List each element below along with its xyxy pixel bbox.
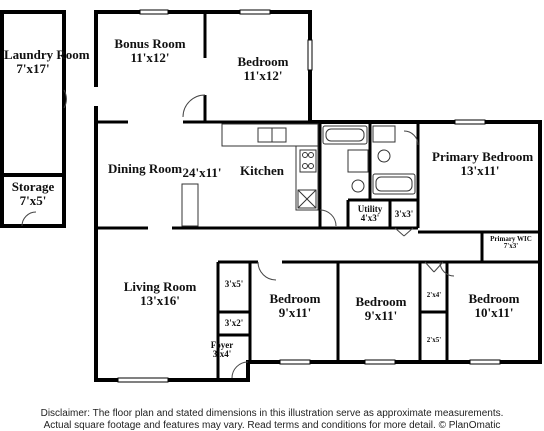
stove-burner xyxy=(308,152,314,158)
room-dims: 3'x2' xyxy=(224,318,244,328)
door-swing xyxy=(257,261,277,281)
room-dims: 2'x5' xyxy=(426,336,442,344)
window xyxy=(239,9,271,15)
closet-door xyxy=(433,261,444,273)
room-bedroom-a: Bedroom 9'x11' xyxy=(258,292,332,319)
room-living: Living Room 13'x16' xyxy=(118,280,202,307)
room-name: Foyer xyxy=(210,340,234,350)
room-name: Utility xyxy=(357,204,383,214)
room-dims: 10'x11' xyxy=(474,304,514,320)
room-name: Bedroom xyxy=(269,291,321,306)
room-closet-3x3: 3'x3' xyxy=(391,209,417,219)
room-dims: 11'x12' xyxy=(243,67,283,83)
door-swing xyxy=(231,361,249,379)
disclaimer-line-1: Disclaimer: The floor plan and stated di… xyxy=(40,408,504,419)
disclaimer-line-2: Actual square footage and features may v… xyxy=(43,420,501,431)
bathtub-right-inner xyxy=(375,176,413,192)
room-name: Storage xyxy=(11,179,55,194)
room-dims: 9'x11' xyxy=(278,304,312,320)
room-bedroom-b: Bedroom 9'x11' xyxy=(344,295,418,322)
room-name: Primary Bedroom xyxy=(432,149,534,164)
room-closet-2x5: 2'x5' xyxy=(422,336,446,344)
room-name: Bedroom xyxy=(237,54,289,69)
room-name: Bedroom xyxy=(355,294,407,309)
stove-burner xyxy=(302,152,308,158)
room-dims: 11'x12' xyxy=(130,49,170,65)
room-name: Primary WIC xyxy=(490,235,532,243)
door-swing xyxy=(21,211,37,227)
room-dims: 7'x17' xyxy=(16,60,50,76)
room-laundry: Laundry Room 7'x17' xyxy=(4,47,90,76)
window xyxy=(454,119,486,125)
toilet-left xyxy=(351,179,365,193)
room-bedroom-top: Bedroom 11'x12' xyxy=(225,55,301,82)
door-swing xyxy=(319,209,337,227)
room-foyer: Foyer 3'x4' xyxy=(204,340,240,360)
toilet-right xyxy=(377,149,391,163)
vanity-left xyxy=(347,149,369,173)
fridge-mark xyxy=(297,189,317,209)
room-name: Kitchen xyxy=(239,163,285,178)
stove-burner xyxy=(302,163,308,169)
window xyxy=(279,359,311,365)
room-name: Bonus Room xyxy=(114,36,186,51)
room-dims: 7'x5' xyxy=(19,192,47,208)
room-dims: 7'x3' xyxy=(503,242,519,251)
room-dims: 13'x11' xyxy=(460,162,500,178)
room-name: Dining Room xyxy=(108,161,183,176)
room-kitchen-dims: 24'x11' xyxy=(172,166,232,180)
room-dims: 3'x3' xyxy=(394,209,414,219)
room-dims: 4'x3' xyxy=(360,213,380,224)
room-bedroom-c: Bedroom 10'x11' xyxy=(454,292,534,319)
room-storage: Storage 7'x5' xyxy=(4,180,62,207)
closet-door xyxy=(394,227,405,237)
room-kitchen: Kitchen xyxy=(232,164,292,178)
room-name: Living Room xyxy=(123,279,197,294)
bathtub-left-inner xyxy=(325,128,365,142)
window xyxy=(117,377,169,383)
room-dims: 3'x4' xyxy=(212,349,232,360)
closet-door xyxy=(424,261,435,273)
closet-door xyxy=(403,227,414,237)
room-primary-bedroom: Primary Bedroom 13'x11' xyxy=(432,149,534,178)
window xyxy=(139,9,169,15)
vanity-right xyxy=(372,125,396,143)
stove xyxy=(299,149,317,173)
room-dims: 9'x11' xyxy=(364,307,398,323)
room-dims: 2'x4' xyxy=(426,291,442,299)
room-closet-3x5: 3'x5' xyxy=(220,279,248,289)
room-dining: Dining Room xyxy=(108,161,183,176)
window xyxy=(469,359,501,365)
room-bonus: Bonus Room 11'x12' xyxy=(112,37,188,64)
room-closet-2x4: 2'x4' xyxy=(422,291,446,299)
room-dims: 13'x16' xyxy=(140,292,180,308)
room-name: Laundry Room xyxy=(4,47,90,62)
door-swing xyxy=(403,130,419,146)
window xyxy=(307,39,313,71)
door-swing xyxy=(63,89,67,109)
room-utility: Utility 4'x3' xyxy=(350,204,390,224)
door-swing xyxy=(182,94,206,118)
room-dims: 24'x11' xyxy=(182,165,222,180)
window xyxy=(364,359,396,365)
stove-burner xyxy=(308,163,314,169)
room-name: Bedroom xyxy=(468,291,520,306)
room-primary-wic: Primary WIC 7'x3' xyxy=(484,235,538,251)
kitchen-island xyxy=(181,183,199,227)
room-dims: 3'x5' xyxy=(224,279,244,289)
door-swing xyxy=(439,261,455,277)
laundry-building-wall xyxy=(0,10,66,228)
room-closet-3x2: 3'x2' xyxy=(220,318,248,328)
